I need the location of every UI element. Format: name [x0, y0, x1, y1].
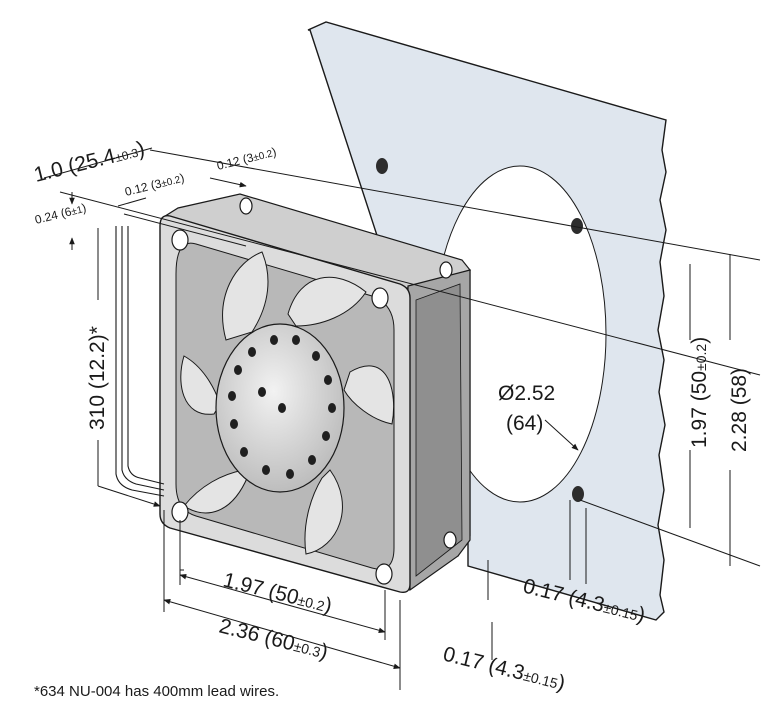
dimension-lines [43, 147, 761, 690]
fan-blades [180, 251, 395, 555]
footnote: *634 NU-004 has 400mm lead wires. [34, 683, 279, 700]
fan [159, 193, 472, 594]
panel-hole-top-right [571, 218, 583, 234]
hole-diameter-lower-label: 0.17 (4.3±0.15) [441, 643, 568, 696]
frame-holes [171, 197, 457, 585]
panel-hole-bottom-right [572, 486, 584, 502]
hole-spacing-vertical-label: 1.97 (50±0.2) [688, 337, 711, 448]
lead-offset-label: 0.24 (6±1) [33, 201, 87, 227]
flange-front-label: 0.12 (3±0.2) [123, 171, 185, 199]
height-label: 2.28 (58) [728, 368, 751, 452]
lead-length-label: 310 (12.2)* [86, 326, 109, 430]
panel-hole-top-left [376, 158, 388, 174]
depth-label: 1.0 (25.4±0.3) [32, 137, 147, 187]
hole-spacing-horizontal-label: 1.97 (50±0.2) [221, 569, 334, 618]
hub-holes [228, 335, 336, 479]
mounting-panel [307, 21, 667, 621]
cutout-diameter-metric: (64) [506, 412, 543, 435]
width-label: 2.36 (60±0.3) [217, 615, 330, 664]
cutout-diameter-label: Ø2.52 [498, 382, 555, 405]
lead-wires [115, 226, 165, 497]
flange-top-label: 0.12 (3±0.2) [215, 145, 277, 173]
